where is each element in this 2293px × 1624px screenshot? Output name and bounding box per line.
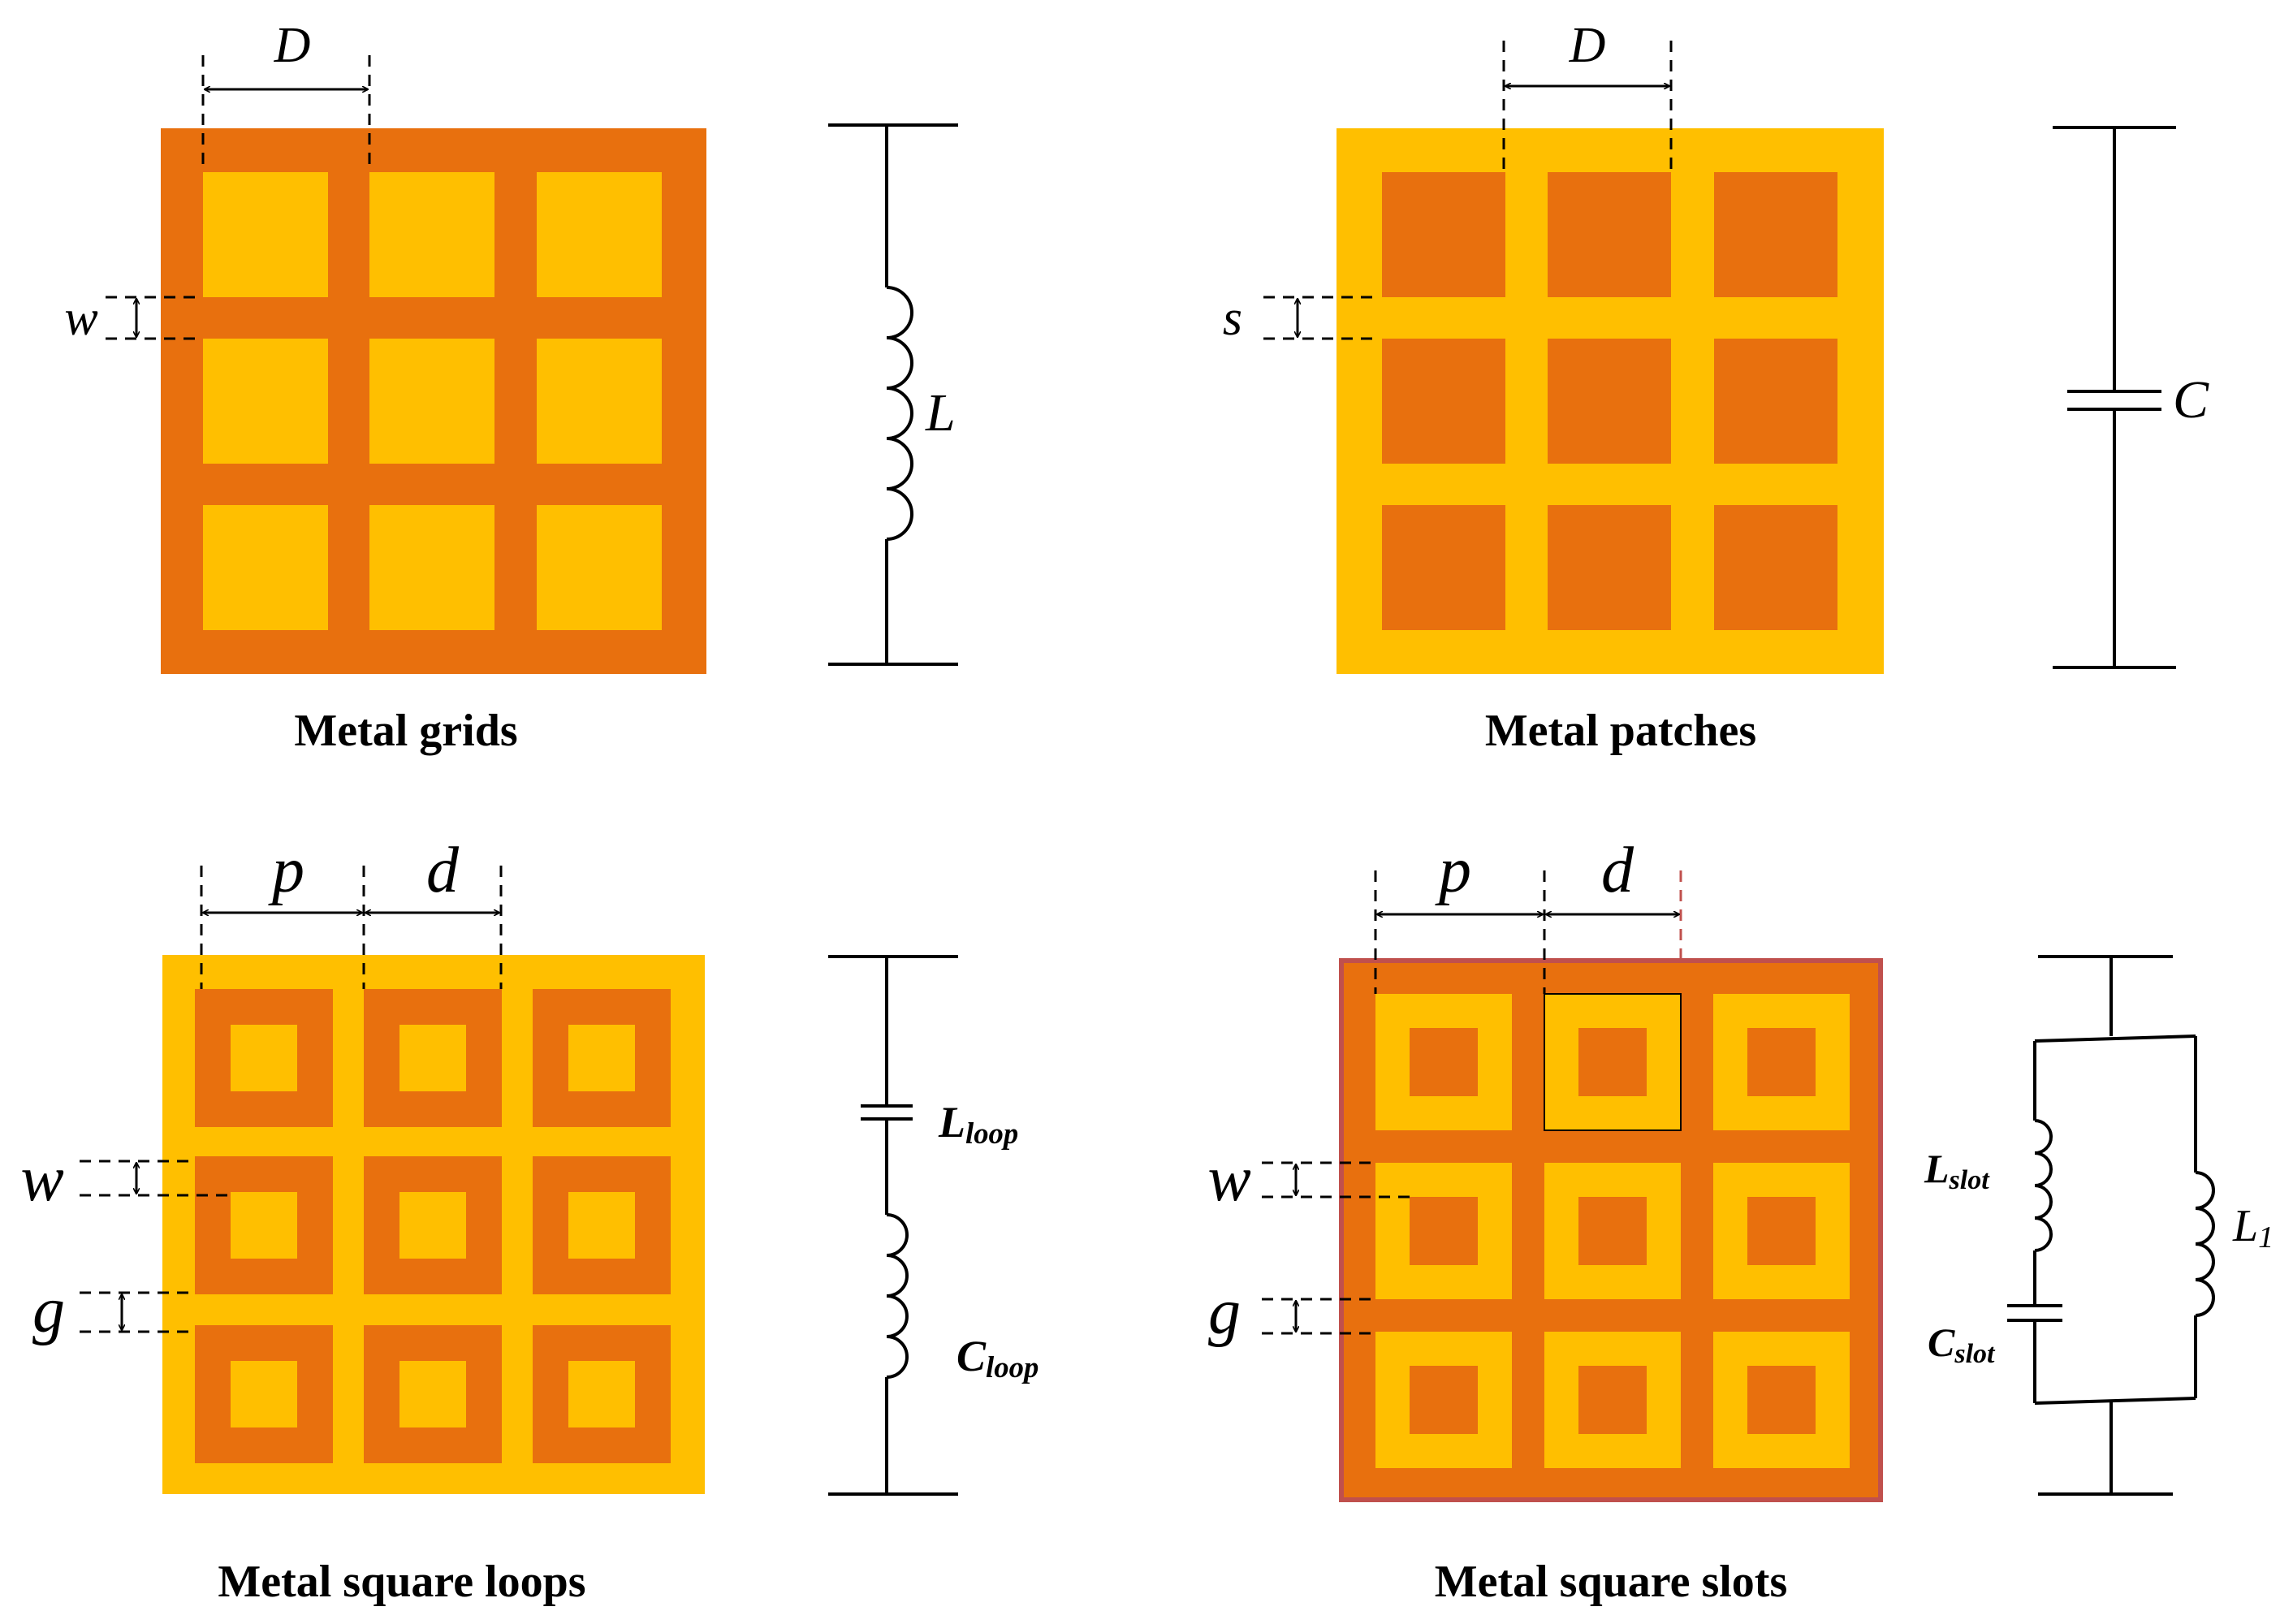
panel-metal-patches: D s C Metal patches: [1223, 18, 2209, 756]
caption-metal-grids: Metal grids: [294, 706, 517, 756]
label-D: D: [274, 18, 311, 73]
label-g-loops: g: [32, 1275, 65, 1346]
dimension-g-loops: [80, 1291, 195, 1333]
label-g-slots: g: [1208, 1276, 1241, 1348]
dimension-w-loops: [80, 1160, 231, 1197]
label-d-loops: d: [426, 835, 460, 906]
panel-metal-square-loops: p d w g Lloop Cloop Metal square loops: [20, 835, 1039, 1607]
patch-squares: [1382, 172, 1837, 630]
label-p-slots: p: [1435, 835, 1471, 906]
dimension-s-patch: [1263, 296, 1380, 340]
dimension-p-d-loops: [200, 866, 503, 989]
label-w: w: [64, 291, 97, 346]
dimension-w-slots: [1262, 1161, 1410, 1199]
dimension-g-slots: [1262, 1298, 1375, 1335]
caption-metal-patches: Metal patches: [1485, 706, 1756, 756]
caption-metal-square-loops: Metal square loops: [218, 1557, 585, 1607]
label-s: s: [1223, 291, 1242, 346]
label-C-slot: Cslot: [1928, 1320, 1996, 1369]
label-L-loop: Lloop: [938, 1098, 1018, 1150]
inductor-label-L: L: [925, 383, 956, 443]
inductor-circuit: [828, 123, 958, 666]
capacitor-label-C: C: [2173, 370, 2209, 430]
dimension-p-d-slots: [1374, 870, 1682, 994]
label-L1: L1: [2232, 1201, 2274, 1255]
dimension-D-patch: [1502, 41, 1673, 172]
grid-apertures: [203, 172, 662, 630]
panel-metal-grids: D w L Metal grids: [64, 18, 958, 756]
label-C-loop: Cloop: [956, 1332, 1039, 1384]
loop-inner-gold: [231, 1025, 635, 1427]
caption-metal-square-slots: Metal square slots: [1435, 1557, 1788, 1607]
panel-metal-square-slots: p d w g: [1207, 835, 2274, 1607]
label-L-slot: Lslot: [1924, 1146, 1990, 1195]
capacitor-circuit: [2053, 126, 2176, 669]
dimension-D-grid: [201, 55, 371, 172]
label-w-loops: w: [20, 1143, 63, 1215]
dimension-w-grid: [106, 296, 203, 340]
slot-inner-orange: [1410, 1028, 1816, 1434]
parallel-lc-circuit: [2007, 955, 2215, 1496]
label-w-slots: w: [1207, 1143, 1250, 1215]
unit-cell-outline: [1544, 993, 1682, 1131]
series-lc-circuit: [828, 955, 958, 1496]
label-d-slots: d: [1601, 835, 1634, 906]
label-D-patch: D: [1569, 18, 1606, 73]
label-p-loops: p: [268, 835, 304, 906]
